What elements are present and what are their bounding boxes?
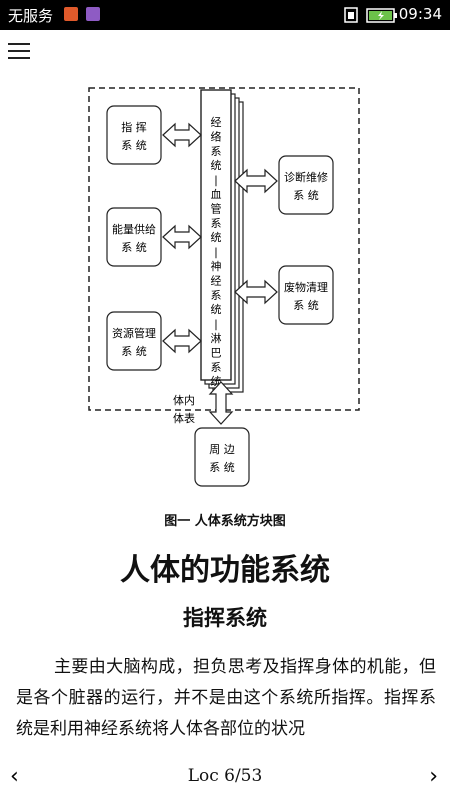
center-label-char: 经 [211,116,222,129]
inner-label: 体内 [173,393,195,407]
image-icon [86,7,100,21]
center-label-char: 系 [211,361,222,374]
center-label-char: | [214,246,218,259]
menu-button[interactable] [8,40,32,62]
center-label-char: 管 [211,201,222,215]
left-box-resources: 资源管理系 统 [106,311,162,371]
center-label-char: | [214,174,218,187]
center-label-char: 系 [211,145,222,158]
center-label-char: 统 [211,303,222,316]
box-label: 废物清理系 统 [284,280,328,312]
left-box-command: 指 挥系 统 [106,105,162,165]
right-box-waste: 废物清理系 统 [278,265,334,325]
center-label-char: 络 [211,129,222,143]
right-box-diagnosis: 诊断维修系 统 [278,155,334,215]
center-label-char: 系 [211,217,222,230]
center-label-char: 巴 [211,346,222,359]
central-column [200,89,232,381]
location-indicator: Loc 6/53 [187,766,263,786]
box-label: 资源管理系 统 [112,326,156,358]
carrier-label: 无服务 [8,7,54,25]
arrow-resources [162,328,202,354]
center-label-char: 统 [211,159,222,172]
system-block-diagram: 经络系统|血管系统|神经系统|淋巴系统 指 挥系 统 能量供给系 统 资源管理系… [88,87,360,487]
figure-caption: 图一 人体系统方块图 [164,514,286,529]
bottom-box-periphery: 周 边系 统 [194,427,250,487]
arrow-energy [162,224,202,250]
center-label-char: 神 [211,259,222,273]
box-label: 周 边系 统 [209,443,235,474]
center-label-char: 血 [211,187,222,201]
center-label-char: 统 [211,231,222,244]
box-label: 诊断维修系 统 [284,170,328,202]
notification-icon [64,7,78,21]
page-title: 人体的功能系统 [120,553,330,588]
clock: 09:34 [398,5,442,23]
left-box-energy: 能量供给系 统 [106,207,162,267]
center-label-char: 经 [211,274,222,287]
box-label: 指 挥系 统 [121,120,147,152]
arrow-waste [234,279,278,305]
body-boundary [88,87,360,411]
center-label-char: 系 [211,289,222,302]
center-label-char: 统 [211,375,222,388]
arrow-diagnosis [234,168,278,194]
center-label: 经络系统|血管系统|神经系统|淋巴系统 [211,116,222,388]
body-paragraph: 主要由大脑构成，担负思考及指挥身体的机能，但是各个脏器的运行，并不是由这个系统所… [16,657,436,739]
center-label-char: | [214,318,218,331]
reader-nav-bar: ‹ Loc 6/53 › [0,760,450,794]
section-subtitle: 指挥系统 [183,606,267,630]
status-bar: 无服务 09:34 [0,0,450,30]
sim-icon [344,7,358,23]
battery-icon [366,8,397,23]
box-label: 能量供给系 统 [112,222,156,254]
arrow-command [162,122,202,148]
prev-page-icon[interactable]: ‹ [10,764,19,789]
outer-label: 体表 [173,411,195,425]
center-label-char: 淋 [211,332,222,345]
next-page-icon[interactable]: › [429,764,438,789]
arrow-periphery [208,381,234,425]
